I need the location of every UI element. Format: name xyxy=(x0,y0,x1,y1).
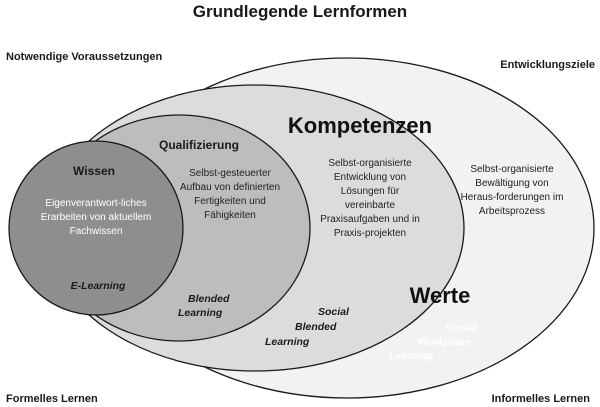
werte-heading: Werte xyxy=(410,283,471,308)
qualifizierung-heading: Qualifizierung xyxy=(159,138,239,152)
kompetenzen-text-line: Entwicklung von xyxy=(334,172,406,183)
wissen-text-line: Fachwissen xyxy=(70,226,123,237)
wissen-heading: Wissen xyxy=(73,164,115,178)
label-notwendige-voraussetzungen: Notwendige Voraussetzungen xyxy=(6,51,163,63)
kompetenzen-text-line: Praxis-projekten xyxy=(334,228,406,239)
kompetenzen-text-line: Lösungen für xyxy=(341,186,400,197)
qualifizierung-text-line: Fähigkeiten xyxy=(204,210,256,221)
qualifizierung-learning-format: Blended xyxy=(188,293,230,305)
kompetenzen-text-line: Selbst-organisierte xyxy=(328,158,412,169)
kompetenzen-text-line: Praxisaufgaben und in xyxy=(320,214,420,225)
werte-learning-format: Social xyxy=(445,322,477,334)
qualifizierung-learning-format: Learning xyxy=(178,307,223,319)
werte-text-line: Bewältigung von xyxy=(475,178,548,189)
wissen-circle xyxy=(8,140,184,316)
kompetenzen-text-line: vereinbarte xyxy=(345,200,395,211)
label-formelles-lernen: Formelles Lernen xyxy=(6,393,98,405)
qualifizierung-text-line: Aufbau von definierten xyxy=(180,182,280,193)
qualifizierung-text-line: Fertigkeiten und xyxy=(194,196,266,207)
label-entwicklungsziele: Entwicklungsziele xyxy=(500,59,595,71)
label-informelles-lernen: Informelles Lernen xyxy=(492,393,591,405)
werte-learning-format: Learning xyxy=(389,350,434,362)
wissen-learning-format: E-Learning xyxy=(71,280,126,292)
kompetenzen-learning-format: Learning xyxy=(265,336,310,348)
werte-learning-format: Workplace xyxy=(418,336,471,348)
werte-text-line: Heraus-forderungen im xyxy=(461,192,564,203)
wissen-text-line: Eigenverantwort-liches xyxy=(45,198,146,209)
qualifizierung-text-line: Selbst-gesteuerter xyxy=(189,168,271,179)
werte-text-line: Arbeitsprozess xyxy=(479,206,545,217)
kompetenzen-heading: Kompetenzen xyxy=(288,113,432,138)
kompetenzen-learning-format: Blended xyxy=(295,321,337,333)
kompetenzen-learning-format: Social xyxy=(318,306,350,318)
werte-text-line: Selbst-organisierte xyxy=(470,164,554,175)
page-title: Grundlegende Lernformen xyxy=(193,2,407,21)
wissen-text-line: Erarbeiten von aktuellem xyxy=(41,212,152,223)
